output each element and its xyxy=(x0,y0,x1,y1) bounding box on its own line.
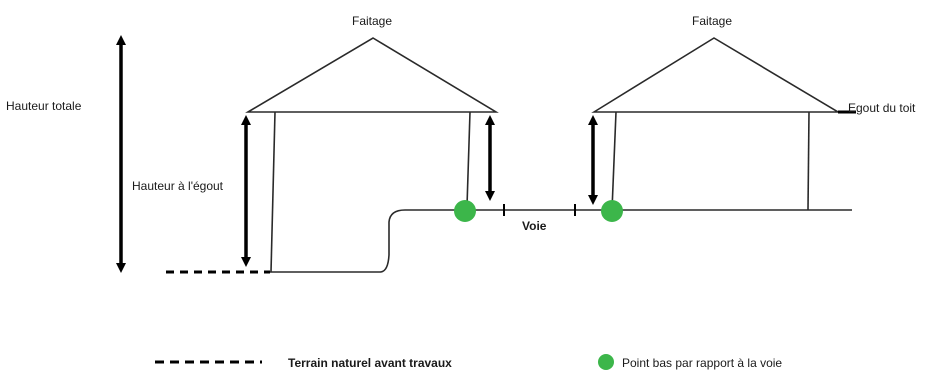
left-roof xyxy=(245,37,499,113)
eaves-height-label: Hauteur à l'égout xyxy=(132,179,224,193)
right-house-right-wall xyxy=(807,111,810,211)
right-house xyxy=(591,37,856,211)
road-label: Voie xyxy=(522,219,547,233)
ground-profile xyxy=(270,209,852,273)
ridge-label-right: Faitage xyxy=(692,14,732,28)
legend-low-point-icon xyxy=(598,354,614,370)
low-point-right xyxy=(601,200,623,222)
legend-natural-ground-label: Terrain naturel avant travaux xyxy=(288,356,452,370)
right-house-left-wall xyxy=(611,111,617,211)
legend-low-point-label: Point bas par rapport à la voie xyxy=(622,356,782,370)
low-point-left xyxy=(454,200,476,222)
left-house xyxy=(245,37,499,273)
left-house-right-wall xyxy=(466,111,471,207)
ridge-label-left: Faitage xyxy=(352,14,392,28)
eaves-roof-label: Egout du toit xyxy=(848,101,916,115)
legend: Terrain naturel avant travaux Point bas … xyxy=(155,354,782,370)
total-height-label: Hauteur totale xyxy=(6,99,82,113)
right-roof xyxy=(591,37,841,113)
left-house-left-wall xyxy=(270,111,276,273)
